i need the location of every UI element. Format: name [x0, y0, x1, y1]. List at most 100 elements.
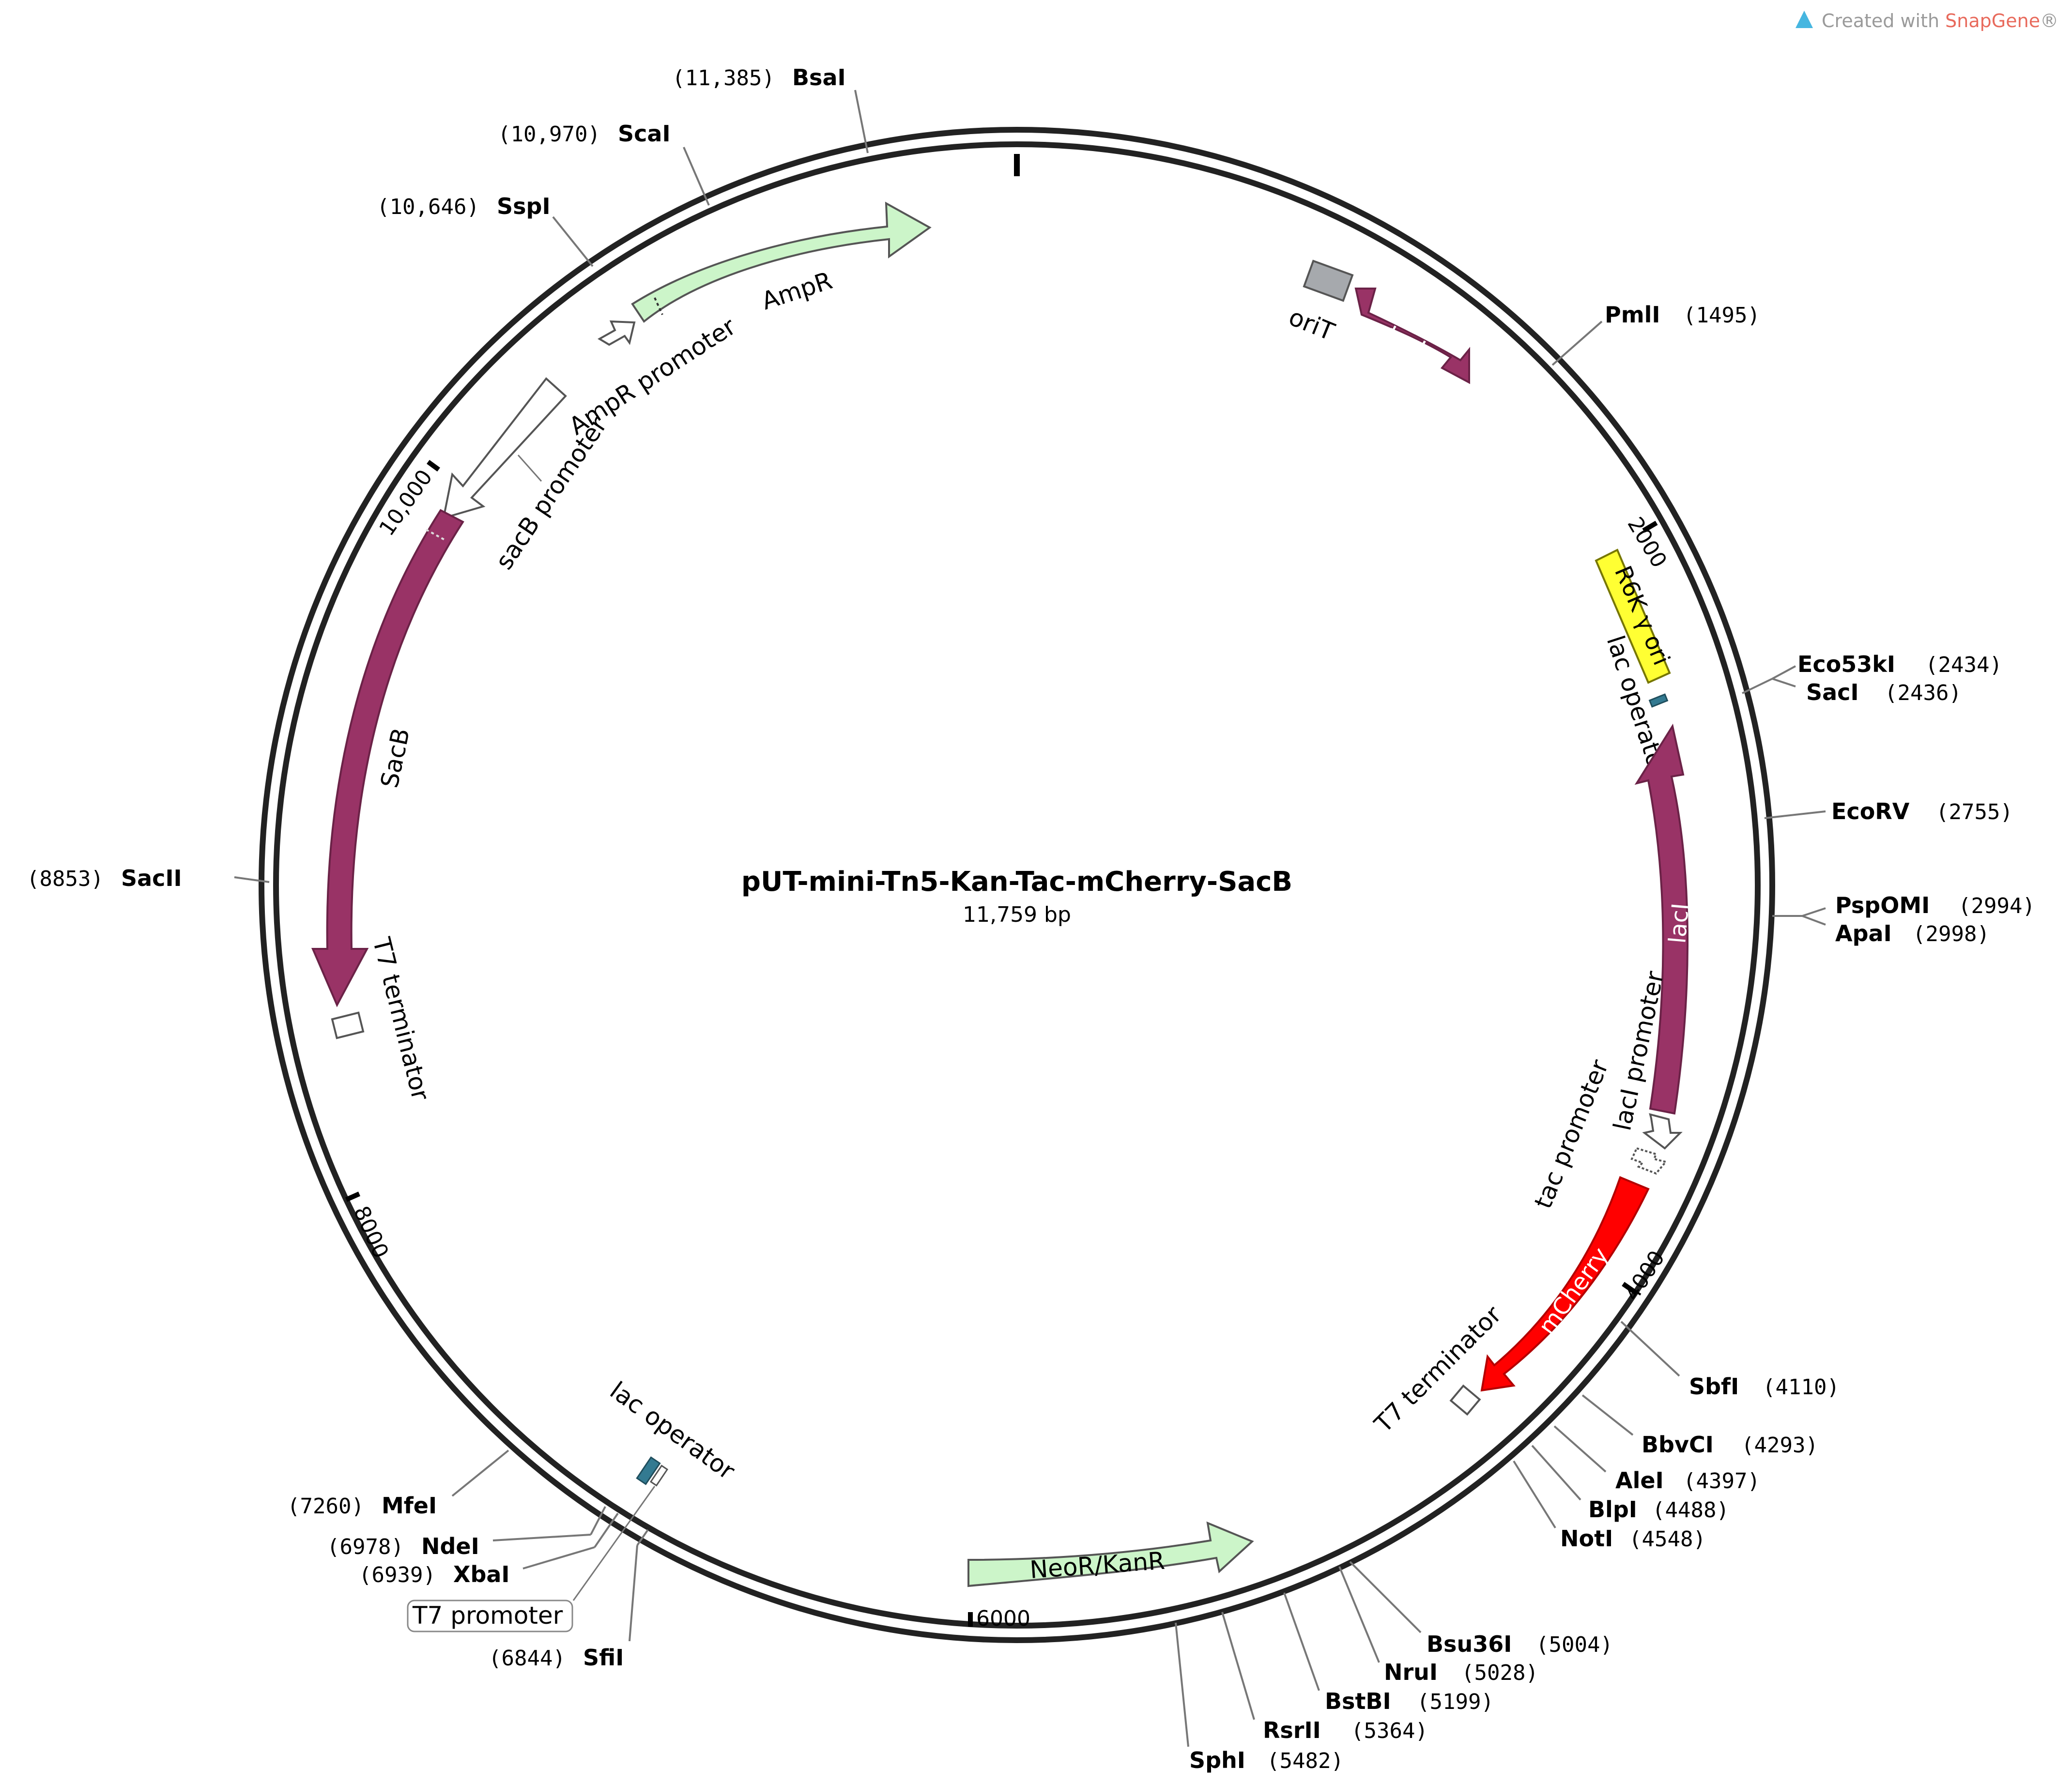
plasmid-name: pUT-mini-Tn5-Kan-Tac-mCherry-SacB: [741, 866, 1292, 898]
feature-sacb[interactable]: SacB: [311, 509, 464, 1007]
site-name: SspI: [497, 193, 551, 219]
site-sspi[interactable]: (10,646) SspI: [377, 193, 594, 267]
feature-orit[interactable]: oriT: [1285, 259, 1354, 346]
feature-arrow: [598, 320, 636, 346]
site-mfei[interactable]: (7260) MfeI: [287, 1449, 509, 1519]
site-leader: [1338, 1566, 1380, 1663]
site-pspomi[interactable]: PspOMI (2994): [1772, 892, 2035, 918]
site-xbai[interactable]: (6939) XbaI: [359, 1512, 619, 1587]
site-leader: [1349, 1561, 1422, 1633]
site-position: (4488): [1652, 1498, 1729, 1523]
feature-arrow: [1354, 288, 1470, 384]
site-position: (2434): [1925, 653, 2002, 677]
site-leader: [590, 1506, 606, 1535]
feature-neor-kanr[interactable]: NeoR/KanR: [967, 1521, 1254, 1587]
site-position: (2755): [1936, 800, 2013, 824]
feature-label: tac promoter: [1529, 1055, 1614, 1212]
feature-label: lac operator: [605, 1376, 740, 1485]
feature-laci[interactable]: lacI: [1634, 723, 1694, 1115]
site-bsai[interactable]: (11,385) BsaI: [672, 64, 869, 153]
site-rsrii[interactable]: RsrII (5364): [1221, 1612, 1428, 1743]
site-position: (8853): [27, 867, 104, 891]
site-name: NotI: [1560, 1525, 1613, 1552]
site-apai[interactable]: ApaI (2998): [1802, 915, 1990, 946]
site-name: NruI: [1384, 1659, 1438, 1685]
feature-box: [331, 1011, 365, 1039]
site-leader: [1531, 1445, 1581, 1501]
site-name: PspOMI: [1835, 892, 1930, 918]
site-position: (2998): [1913, 922, 1990, 946]
site-ecorv[interactable]: EcoRV (2755): [1764, 798, 2013, 824]
site-position: (5364): [1351, 1719, 1428, 1743]
site-noti[interactable]: NotI (4548): [1513, 1460, 1706, 1552]
feature-traj[interactable]: traJ: [1354, 288, 1470, 384]
watermark-suffix: ®: [2040, 10, 2058, 31]
site-position: (1495): [1683, 303, 1760, 328]
site-position: (10,970): [498, 122, 600, 147]
site-leader: [1802, 907, 1826, 917]
site-leader: [629, 1545, 638, 1642]
feature-box: [1449, 1384, 1481, 1416]
site-name: RsrII: [1263, 1717, 1321, 1743]
site-leader: [1802, 915, 1826, 926]
site-sbfi[interactable]: SbfI (4110): [1620, 1321, 1840, 1400]
feature-ampr[interactable]: AmpR: [631, 201, 932, 323]
feature-label: T7 promoter: [412, 1601, 563, 1630]
watermark-text: Created with SnapGene®: [1822, 10, 2058, 31]
site-position: (6978): [327, 1535, 404, 1559]
site-sfii[interactable]: (6844) SfiI: [489, 1529, 649, 1671]
site-name: SacI: [1806, 679, 1859, 705]
site-name: BbvCI: [1642, 1432, 1714, 1458]
site-name: ApaI: [1835, 920, 1892, 946]
site-name: MfeI: [382, 1493, 437, 1519]
site-leader: [854, 90, 869, 153]
site-leader: [451, 1449, 509, 1497]
feature-label: SacB: [375, 726, 415, 791]
feature-lac-operator[interactable]: lac operator: [605, 1376, 740, 1487]
plasmid-size: 11,759 bp: [963, 902, 1071, 927]
feature-t7-promoter[interactable]: T7 promoter: [407, 1486, 656, 1632]
site-name: SphI: [1189, 1747, 1245, 1773]
site-name: Bsu36I: [1427, 1631, 1512, 1657]
site-leader: [1772, 665, 1796, 680]
site-position: (4110): [1763, 1375, 1840, 1400]
site-leader: [1175, 1622, 1189, 1747]
feature-arrow: [1634, 723, 1689, 1115]
site-sacii[interactable]: (8853) SacII: [27, 865, 270, 891]
site-leader: [1553, 1425, 1607, 1473]
site-alei[interactable]: AleI (4397): [1553, 1425, 1760, 1493]
feature-arrow: [311, 509, 464, 1007]
site-name: SfiI: [583, 1645, 624, 1671]
site-leader: [1581, 1394, 1634, 1436]
site-position: (5004): [1536, 1632, 1613, 1657]
feature-arrow: [967, 1521, 1254, 1587]
site-bbvci[interactable]: BbvCI (4293): [1581, 1394, 1818, 1458]
site-name: Eco53kI: [1797, 651, 1895, 677]
site-name: NdeI: [421, 1533, 479, 1559]
site-name: BsaI: [792, 64, 846, 91]
site-leader: [1772, 678, 1796, 687]
site-bstbi[interactable]: BstBI (5199): [1283, 1592, 1494, 1714]
site-position: (4293): [1741, 1433, 1818, 1458]
site-saci[interactable]: SacI (2436): [1772, 678, 1962, 705]
site-ndei[interactable]: (6978) NdeI: [327, 1506, 606, 1559]
site-leader: [1221, 1612, 1255, 1720]
site-leader: [1283, 1592, 1320, 1691]
site-position: (5028): [1461, 1661, 1538, 1685]
feature-box-outline: [649, 1464, 669, 1487]
snapgene-watermark[interactable]: Created with SnapGene®: [1796, 10, 2058, 31]
site-pmli[interactable]: PmlI (1495): [1551, 302, 1760, 366]
site-nrui[interactable]: NruI (5028): [1338, 1566, 1538, 1685]
site-scai[interactable]: (10,970) ScaI: [498, 121, 710, 206]
site-blpi[interactable]: BlpI (4488): [1531, 1445, 1729, 1523]
site-bsu36i[interactable]: Bsu36I (5004): [1349, 1561, 1613, 1657]
feature-box: [636, 1456, 661, 1485]
feature-box: [1595, 549, 1671, 684]
site-name: SbfI: [1689, 1373, 1739, 1400]
site-sphi[interactable]: SphI (5482): [1175, 1622, 1344, 1773]
site-leader: [636, 1529, 649, 1546]
site-eco53ki[interactable]: Eco53kI (2434): [1742, 651, 2002, 694]
site-position: (2436): [1885, 681, 1962, 705]
plasmid-title-block: pUT-mini-Tn5-Kan-Tac-mCherry-SacB 11,759…: [741, 866, 1292, 927]
